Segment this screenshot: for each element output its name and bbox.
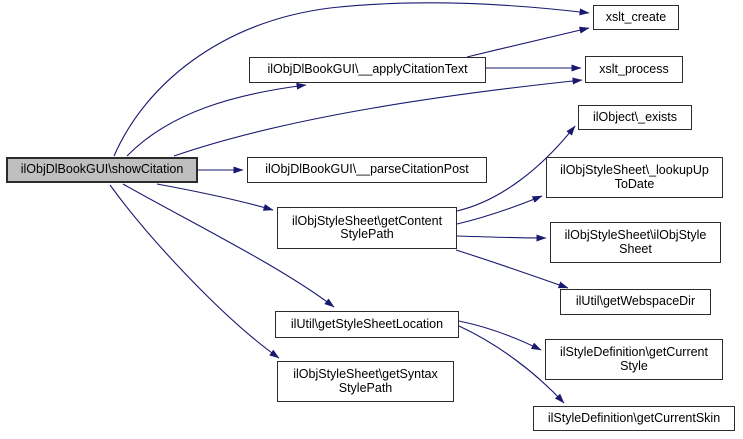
edge-getStyleSheetLocation-getCurrentStyle: [458, 320, 542, 351]
node-label: xslt_create: [605, 9, 667, 24]
node-label: ilObjDlBookGUI\__applyCitationText: [267, 62, 468, 77]
node-label: Style: [620, 358, 648, 373]
node-getSyntaxStylePath[interactable]: ilObjStyleSheet\getSyntax StylePath: [277, 361, 454, 402]
node-label: StylePath: [340, 227, 394, 241]
node-ilObjStyleSheet[interactable]: ilObjStyleSheet\ilObjStyle Sheet: [550, 222, 721, 263]
node-label: ilStyleDefinition\getCurrent: [560, 345, 708, 359]
edge-getContentStylePath-getWebspaceDir: [455, 249, 569, 289]
node-label: Sheet: [619, 241, 652, 256]
edge-showCitation-xslt_process: [173, 77, 583, 157]
node-getWebspaceDir[interactable]: ilUtil\getWebspaceDir: [560, 289, 711, 315]
edge-showCitation-getStyleSheetLocation: [122, 183, 335, 308]
edge-showCitation-xslt_create: [113, 2, 590, 157]
node-label: ilObjDlBookGUI\showCitation: [20, 162, 184, 177]
node-label: ilStyleDefinition\getCurrentSkin: [547, 410, 721, 425]
edge-getContentStylePath-lookupUpToDate: [456, 195, 543, 225]
edge-showCitation-applyCitationText: [126, 82, 307, 157]
node-label: ToDate: [614, 176, 655, 191]
node-label: ilObjStyleSheet\getContent: [291, 213, 443, 228]
node-xslt_process[interactable]: xslt_process: [585, 56, 683, 83]
node-label: xslt_process: [599, 61, 669, 76]
node-label: ilObject\_exists: [592, 109, 678, 124]
node-ilObject_exists[interactable]: ilObject\_exists: [578, 105, 692, 130]
node-label: ilObjStyleSheet\getSyntax: [293, 367, 438, 381]
node-label: ilObjStyleSheet\_lookupUp: [560, 163, 709, 177]
node-parseCitationPost[interactable]: ilObjDlBookGUI\__parseCitationPost: [247, 157, 487, 183]
node-getStyleSheetLocation[interactable]: ilUtil\getStyleSheetLocation: [275, 311, 459, 338]
node-getContentStylePath[interactable]: ilObjStyleSheet\getContent StylePath: [277, 207, 457, 249]
node-getCurrentStyle[interactable]: ilStyleDefinition\getCurrent Style: [545, 339, 723, 380]
node-label: ilUtil\getStyleSheetLocation: [290, 316, 444, 331]
node-applyCitationText[interactable]: ilObjDlBookGUI\__applyCitationText: [249, 57, 486, 83]
edge-getContentStylePath-ilObject_exists: [456, 125, 576, 212]
edge-getStyleSheetLocation-getCurrentSkin: [458, 325, 565, 404]
node-label: ilObjDlBookGUI\__parseCitationPost: [265, 162, 469, 177]
node-getCurrentSkin[interactable]: ilStyleDefinition\getCurrentSkin: [533, 406, 735, 431]
node-showCitation[interactable]: ilObjDlBookGUI\showCitation: [6, 157, 198, 183]
edge-showCitation-getSyntaxStylePath: [109, 184, 280, 359]
edge-applyCitationText-xslt_create: [466, 26, 590, 58]
node-label: ilUtil\getWebspaceDir: [575, 294, 696, 309]
node-lookupUpToDate[interactable]: ilObjStyleSheet\_lookupUp ToDate: [546, 157, 723, 198]
node-label: ilObjStyleSheet\ilObjStyle: [564, 228, 707, 242]
edge-getContentStylePath-ilObjStyleSheet: [456, 234, 547, 242]
edge-showCitation-getContentStylePath: [156, 183, 274, 211]
node-label: StylePath: [338, 380, 393, 395]
node-xslt_create[interactable]: xslt_create: [593, 5, 679, 30]
